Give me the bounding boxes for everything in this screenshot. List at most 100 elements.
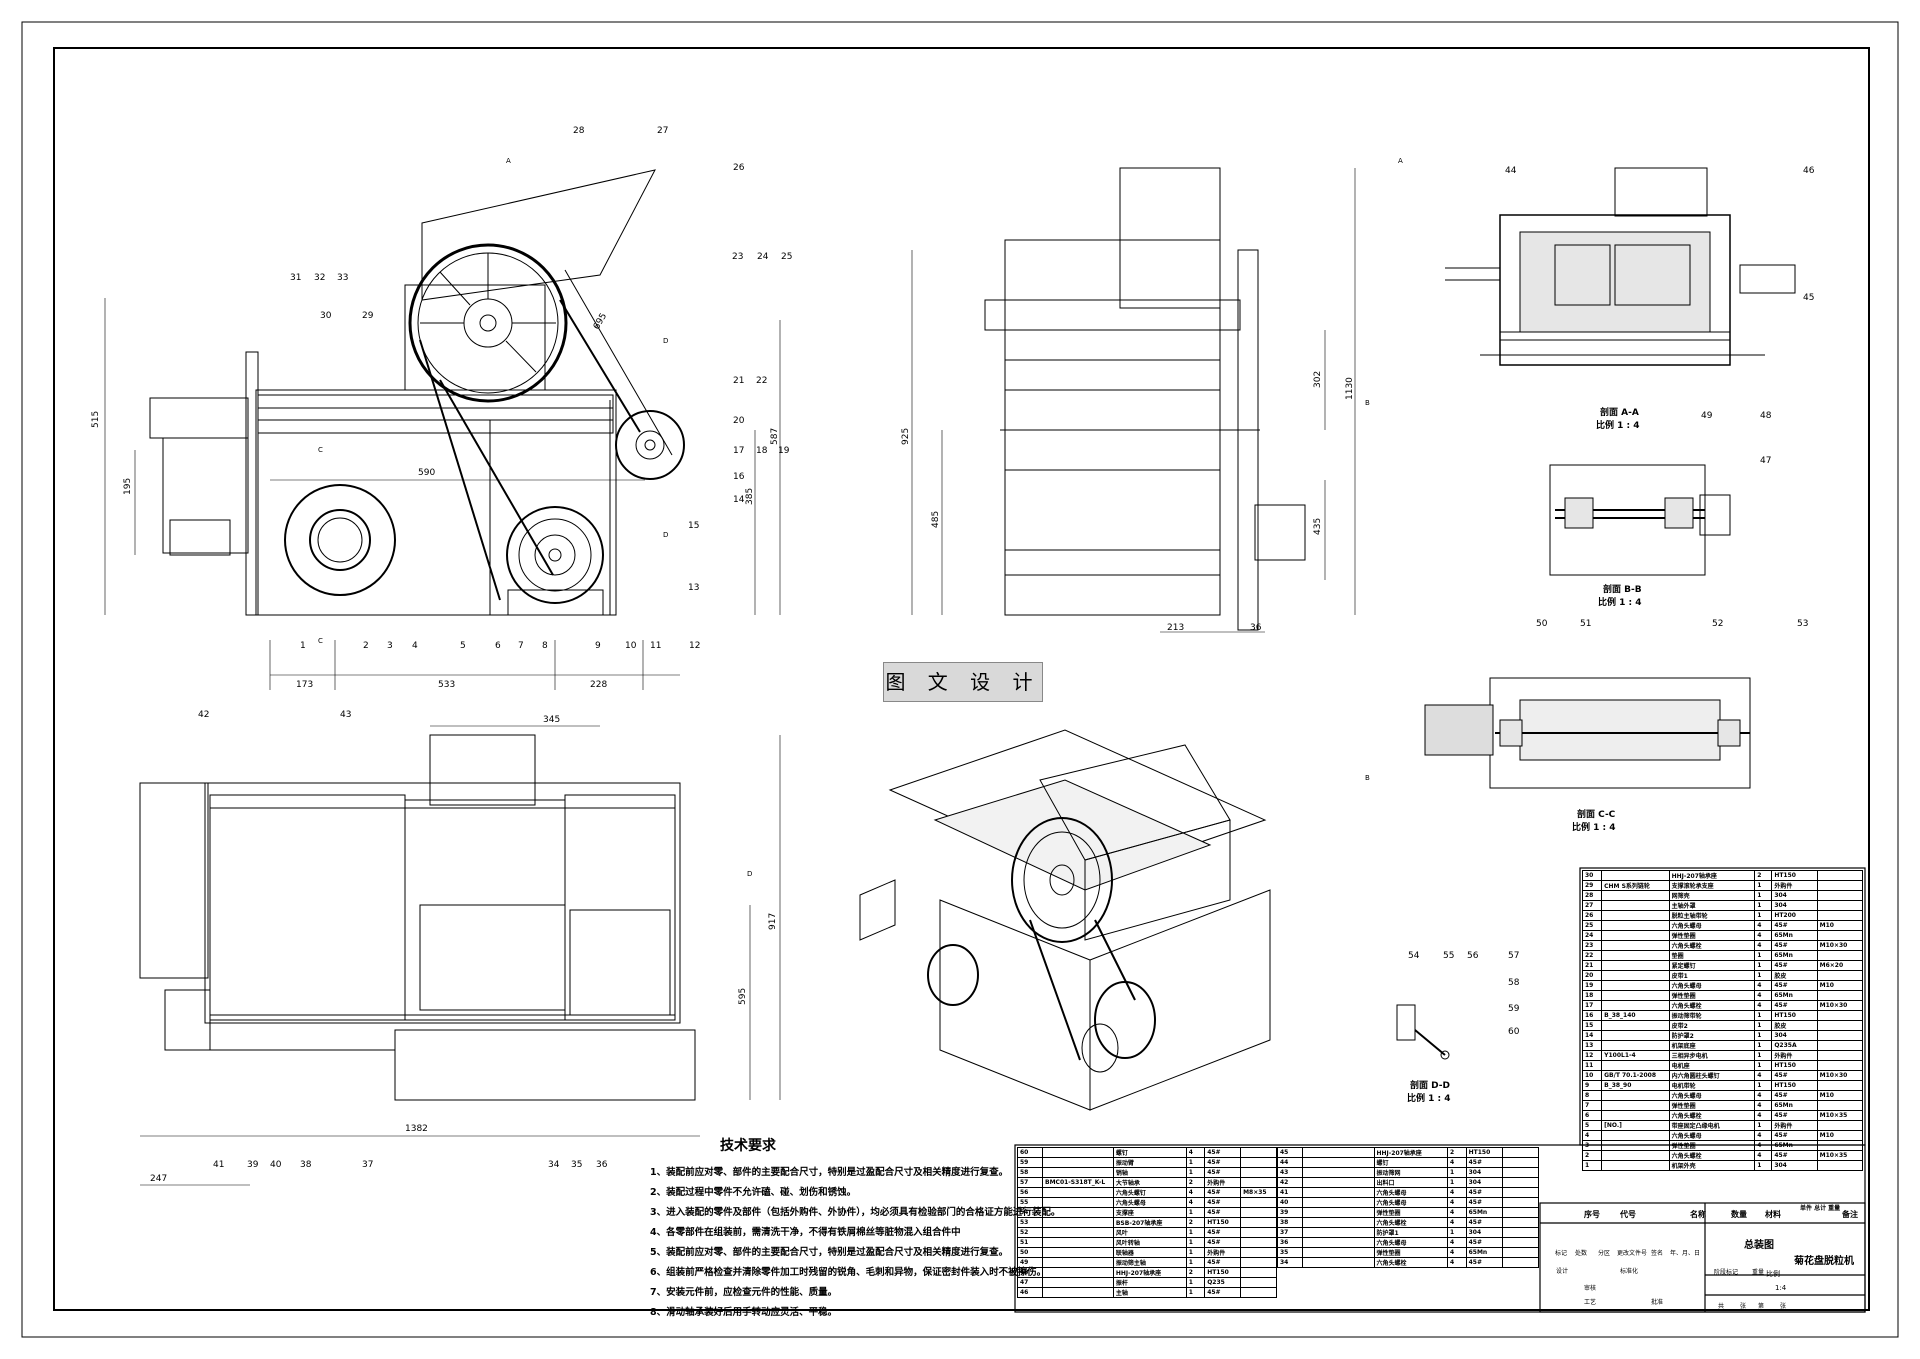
bom-cell: 4	[1446, 1197, 1467, 1208]
balloon-16: 16	[733, 472, 745, 482]
bom-cell: 机架外壳	[1668, 1160, 1756, 1171]
bom-cell	[1816, 900, 1864, 911]
balloon-24: 24	[757, 252, 769, 262]
bom-cell: 54	[1017, 1207, 1043, 1218]
scale-label: 比例	[1766, 1269, 1780, 1278]
bom-cell: B_38_90	[1601, 1080, 1670, 1091]
section-cc-scale: 比例 1 : 4	[1572, 821, 1616, 833]
balloon-41: 41	[213, 1160, 224, 1170]
bom-cell	[1240, 1227, 1277, 1238]
bom-cell: 皮带1	[1668, 970, 1756, 981]
bom-cell: 58	[1017, 1167, 1043, 1178]
meta-standard: 标准化	[1620, 1267, 1638, 1275]
bom-cell	[1240, 1237, 1277, 1248]
dim-435: 435	[1313, 518, 1323, 535]
bom-cell: 防护罩1	[1373, 1227, 1448, 1238]
bom-cell: 1	[1754, 1030, 1773, 1041]
bom-cell	[1816, 1020, 1864, 1031]
balloon-57: 57	[1508, 951, 1519, 961]
bom-cell: 4	[1446, 1187, 1467, 1198]
bom-cell: 45#	[1204, 1157, 1242, 1168]
bom-cell: 45#	[1204, 1167, 1242, 1178]
bom-cell: 18	[1581, 990, 1603, 1001]
side-view	[911, 167, 1356, 633]
balloon-3: 3	[387, 641, 393, 651]
bom-cell: 2	[1754, 870, 1773, 881]
bom-cell: 37	[1276, 1227, 1304, 1238]
bom-cell: 40	[1276, 1197, 1304, 1208]
bom-cell: 35	[1276, 1247, 1304, 1258]
section-mark-d3: D	[747, 870, 752, 878]
balloon-6: 6	[495, 641, 501, 651]
bom-cell: M10	[1816, 920, 1864, 931]
bom-cell: 主轴外罩	[1668, 900, 1756, 911]
bom-cell	[1501, 1167, 1540, 1178]
dim-173: 173	[296, 680, 313, 690]
bom-cell: 1	[1754, 880, 1773, 891]
bom-cell: HT150	[1771, 870, 1818, 881]
bom-cell: 45#	[1771, 1070, 1818, 1081]
bom-cell: 4	[1754, 1070, 1773, 1081]
meta-sheet: 张	[1780, 1302, 1786, 1310]
bom-cell	[1501, 1247, 1540, 1258]
bom-cell	[1501, 1147, 1540, 1158]
bom-cell	[1601, 1020, 1670, 1031]
tech-item: 5、装配前应对零、部件的主要配合尺寸，特别是过盈配合尺寸及相关精度进行复查。	[650, 1247, 1009, 1258]
bom-cell: 1	[1185, 1277, 1206, 1288]
bom-cell: 振动筛网	[1373, 1167, 1448, 1178]
bom-cell: 43	[1276, 1167, 1304, 1178]
bom-cell: 4	[1754, 1130, 1773, 1141]
drawing-name: 总装图	[1744, 1238, 1774, 1251]
inner-border	[53, 47, 1870, 1311]
bom-cell: 4	[1754, 1100, 1773, 1111]
section-bb-view	[1549, 464, 1731, 576]
bom-cell: 13	[1581, 1040, 1603, 1051]
balloon-29: 29	[362, 311, 374, 321]
section-bb-caption: 剖面 B-B	[1603, 583, 1642, 595]
bom-cell: 4	[1446, 1157, 1467, 1168]
bom-cell: 4	[1754, 1000, 1773, 1011]
bom-cell: 弹性垫圈	[1373, 1247, 1448, 1258]
bom-cell: 304	[1771, 900, 1818, 911]
bom-cell: HHJ-207轴承座	[1112, 1267, 1187, 1278]
balloon-59: 59	[1508, 1004, 1520, 1014]
bom-cell: 支撑座	[1112, 1207, 1187, 1218]
bom-cell: 六角头螺母	[1668, 980, 1756, 991]
bom-cell: 弹性垫圈	[1668, 1140, 1756, 1151]
bom-cell: 45#	[1204, 1197, 1242, 1208]
balloon-49: 49	[1701, 411, 1713, 421]
bom-cell: 21	[1581, 960, 1603, 971]
bom-header-weight: 单件 总计 重量	[1800, 1204, 1840, 1212]
bom-cell: 65Mn	[1771, 1100, 1818, 1111]
dim-213: 213	[1167, 623, 1184, 633]
dim-302: 302	[1313, 371, 1323, 388]
bom-cell	[1816, 870, 1864, 881]
balloon-27: 27	[657, 126, 668, 136]
meta-zone: 分区	[1598, 1249, 1610, 1257]
bom-cell	[1816, 1010, 1864, 1021]
bom-cell: 1	[1446, 1167, 1467, 1178]
balloon-22: 22	[756, 376, 767, 386]
bom-cell: 1	[1754, 970, 1773, 981]
bom-cell: 51	[1017, 1237, 1043, 1248]
section-dd-scale: 比例 1 : 4	[1407, 1092, 1451, 1104]
balloon-10: 10	[625, 641, 637, 651]
balloon-35: 35	[571, 1160, 582, 1170]
bom-cell	[1601, 900, 1670, 911]
bom-cell	[1302, 1207, 1375, 1218]
